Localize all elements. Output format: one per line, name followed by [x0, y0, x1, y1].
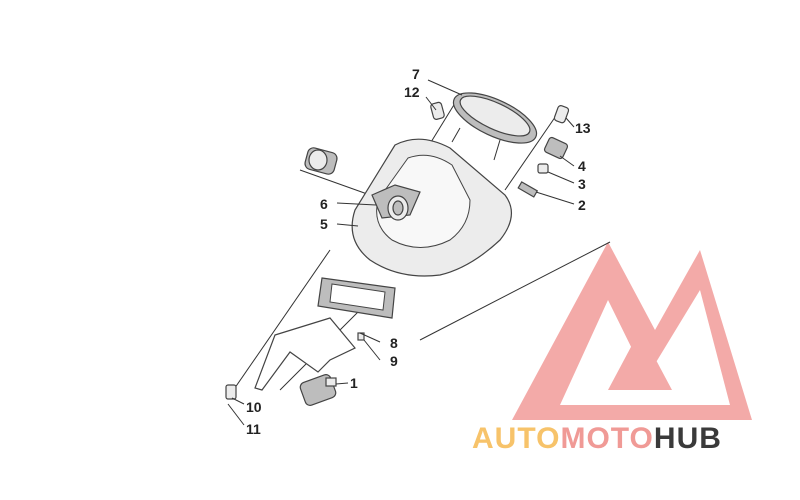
part-5-housing [351, 138, 512, 277]
part-3-pin [537, 163, 549, 174]
part-12-screw [430, 101, 445, 120]
callout-3: 3 [578, 176, 586, 192]
watermark-logo [512, 242, 752, 420]
callout-11: 11 [246, 421, 261, 437]
part-8-frame [317, 277, 396, 319]
callout-6: 6 [320, 196, 328, 212]
callout-4: 4 [578, 158, 586, 174]
watermark-hub: HUB [654, 422, 722, 455]
part-lock-cylinder [304, 147, 338, 175]
part-10-bracket [254, 317, 356, 391]
callout-10: 10 [246, 399, 262, 415]
part-4-switch [543, 136, 569, 160]
part-6-socket [371, 184, 421, 221]
part-11-screw [225, 384, 237, 400]
logo-inner-mark [608, 330, 672, 390]
callout-5: 5 [320, 216, 328, 232]
part-2-clip [517, 181, 539, 198]
callout-13: 13 [575, 120, 591, 136]
part-1-connector [299, 374, 337, 406]
part-7-cover [451, 92, 538, 161]
callout-7: 7 [412, 66, 420, 82]
callout-2: 2 [578, 197, 586, 213]
watermark-auto: AUTO [472, 422, 560, 455]
leader-lines [227, 79, 575, 426]
callout-9: 9 [390, 353, 398, 369]
callout-12: 12 [404, 84, 420, 100]
watermark-moto: MOTO [560, 422, 653, 455]
watermark-text: AUTOMOTOHUB [472, 422, 722, 455]
callout-8: 8 [390, 335, 398, 351]
part-13-screw [553, 105, 570, 124]
callout-1: 1 [350, 375, 358, 391]
assembly-lines [229, 94, 611, 396]
